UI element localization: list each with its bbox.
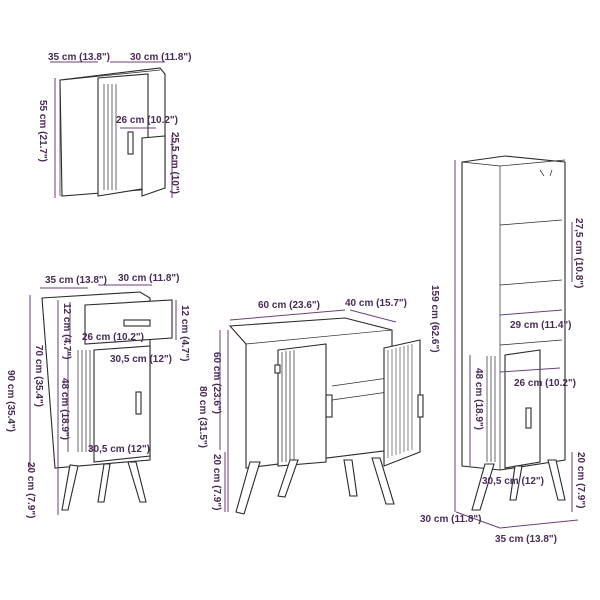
drawer-inner-label: 26 cm (10.2"): [82, 332, 144, 343]
drawer-cabinet-leg-1: [61, 464, 79, 511]
sink-width-label: 60 cm (23.6"): [258, 300, 320, 311]
drawer-cabinet-leg-2: [97, 463, 111, 503]
tall-door-width-label: 30,5 cm (12"): [482, 476, 544, 487]
wall-shelf-height-label: 25,5 cm (10"): [169, 132, 180, 194]
sink-depth-label: 40 cm (15.7"): [345, 298, 407, 309]
sink-cabinet-right-door: [383, 339, 421, 467]
drawer-width-label: 30 cm (11.8"): [118, 273, 179, 284]
tall-depth-label: 30 cm (11.8"): [420, 514, 481, 525]
sink-width-line: [229, 309, 346, 321]
drawer-depth-label: 35 cm (13.8"): [45, 275, 107, 286]
tall-depth-line: [455, 511, 501, 529]
drawer-outer-label: 30,5 cm (12"): [110, 354, 172, 365]
drawer-body-width-label: 30,5 cm (12"): [88, 444, 150, 455]
wall-height-label: 55 cm (21.7"): [37, 100, 48, 162]
wall-cabinet: 35 cm (13.8") 30 cm (11.8") 55 cm (21.7"…: [37, 52, 191, 198]
tall-shelf-height-label: 27,5 cm (10.8"): [573, 218, 584, 288]
sink-cabinet-right-slats: [387, 344, 413, 458]
sink-cabinet-leg-3: [343, 459, 358, 497]
drawer-leg-height-label: 20 cm (7.9"): [25, 462, 36, 518]
sink-leg-height-label: 20 cm (7.9"): [211, 454, 222, 510]
tall-cabinet-slats: [486, 356, 496, 462]
tall-cabinet: 159 cm (62.6") 27,5 cm (10.8") 29 cm (11…: [420, 155, 586, 545]
sink-cabinet-shelf: [331, 377, 389, 401]
sink-cabinet-right-handle: [417, 394, 424, 418]
tall-width-line: [499, 519, 579, 529]
tall-shelf-width-label: 29 cm (11.4"): [510, 320, 571, 331]
sink-cabinet-leg-1: [235, 461, 261, 515]
sink-cabinet-left-slats: [281, 350, 295, 462]
drawer-cabinet-slats: [77, 350, 91, 452]
tall-cabinet-leg-3: [547, 459, 566, 501]
tall-cabinet-hooks: [539, 169, 553, 177]
wall-width-label: 30 cm (11.8"): [130, 52, 191, 63]
wall-shelf-width-label: 26 cm (10.2"): [116, 115, 178, 126]
tall-cabinet-leg-2: [509, 465, 523, 501]
tall-cabinet-door: [504, 349, 541, 469]
tall-cabinet-shelves: [499, 219, 563, 346]
drawer-cabinet-door-handle: [135, 391, 142, 415]
tall-total-height-label: 159 cm (62.6"): [429, 285, 440, 353]
sink-cabinet-left-handle: [325, 394, 333, 418]
sink-cabinet-leg-4: [371, 457, 395, 505]
wall-cabinet-handle: [127, 131, 134, 155]
wall-cabinet-open-shelf: [141, 135, 166, 197]
tall-shelf-width-line: [499, 309, 563, 316]
sink-cabinet-top-edge: [245, 329, 393, 345]
sink-body-height-label: 60 cm (23.6"): [211, 352, 222, 414]
wall-cabinet-door: [97, 73, 149, 197]
wall-depth-label: 35 cm (13.8"): [48, 52, 110, 63]
tall-leg-height-label: 20 cm (7.9"): [575, 452, 586, 508]
sink-depth-line: [349, 309, 397, 323]
tall-cabinet-edges: [461, 159, 566, 470]
drawer-right-label: 12 cm (4.7"): [179, 305, 190, 361]
wall-cabinet-top-edge: [59, 69, 161, 196]
tall-body-height-label: 48 cm (18.9"): [473, 368, 484, 430]
sink-cabinet: 60 cm (23.6") 40 cm (15.7") 60 cm (23.6"…: [197, 298, 424, 515]
drawer-height-70-label: 70 cm (35.4"): [33, 345, 44, 407]
tall-width-label: 35 cm (13.8"): [495, 534, 557, 545]
drawer-height-90-label: 90 cm (35.4"): [5, 370, 16, 432]
tall-inner-width-label: 26 cm (10.2"): [514, 378, 576, 389]
drawer-cabinet-door: [93, 345, 151, 463]
tall-cabinet-handle: [525, 407, 532, 429]
tall-cabinet-leg-1: [471, 463, 495, 511]
sink-cabinet-leg-2: [277, 459, 299, 498]
drawer-left-label: 12 cm (4.7"): [61, 303, 72, 359]
drawer-cabinet-leg-3: [127, 461, 147, 503]
drawer-cabinet-handle: [123, 319, 151, 327]
drawer-body-height-label: 48 cm (18.9"): [59, 378, 70, 440]
tall-inner-width-line: [499, 367, 561, 373]
wall-cabinet-slats: [103, 84, 117, 190]
drawer-cabinet: 35 cm (13.8") 30 cm (11.8") 12 cm (4.7")…: [5, 273, 190, 518]
sink-total-height-label: 80 cm (31.5"): [197, 386, 208, 448]
sink-cabinet-left-door: [277, 343, 327, 467]
sink-cabinet-hinge: [274, 364, 281, 374]
